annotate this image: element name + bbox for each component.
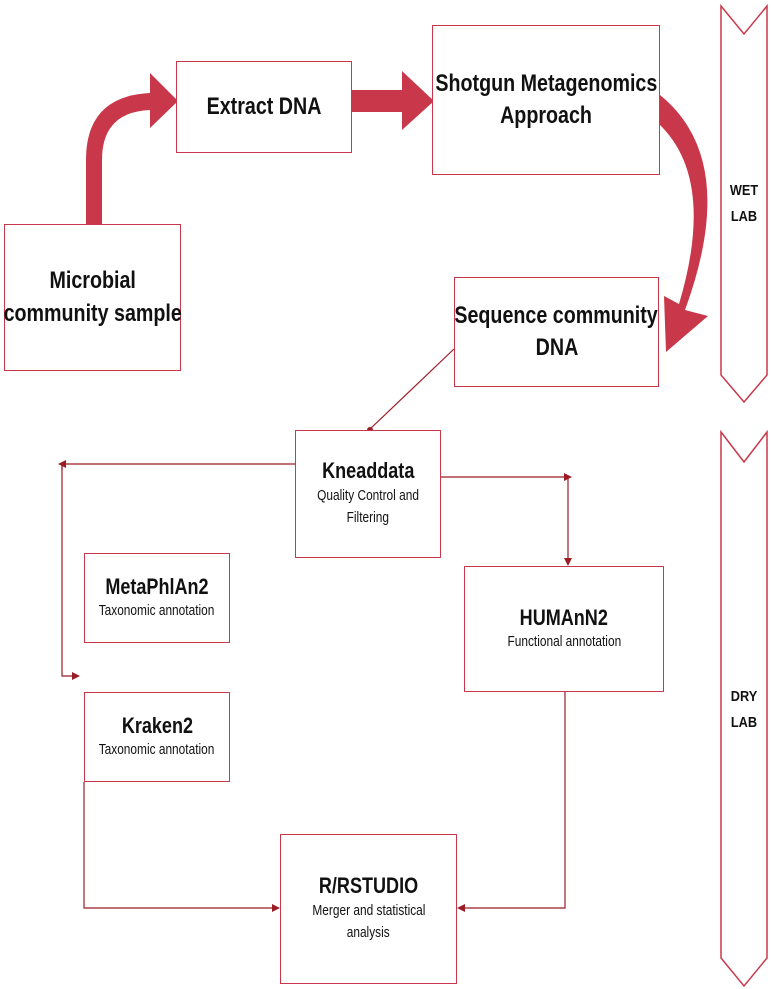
humann-title: HUMAnN2 [519,604,609,630]
kraken-box: Kraken2 Taxonomic annotation [84,692,230,782]
connector-kraken-to-rstudio [83,782,273,909]
kneaddata-title: Kneaddata [321,458,415,484]
sample-box: Microbial community sample [3,224,182,371]
sequence-box: Sequence community DNA [454,277,659,387]
arrow-shotgun-to-sequence [660,95,708,352]
wet-lab-label-line2: LAB [730,208,758,226]
extract-box: Extract DNA [176,61,352,153]
metaphlan-sub: Taxonomic annotation [99,602,215,619]
connector-humann-to-rstudio [464,692,566,909]
kneaddata-sub1: Quality Control and [317,487,419,504]
dry-lab-label-line1: DRY [730,688,758,705]
humann-sub: Functional annotation [507,633,621,650]
rstudio-title: R/RSTUDIO [318,873,419,899]
kneaddata-box: Kneaddata Quality Control and Filtering [295,430,441,558]
wet-lab-band [720,3,768,404]
arrowhead-left [58,460,66,468]
connector-kneaddata-left [61,463,295,677]
dry-lab-label-line2: LAB [730,714,758,732]
connector-sequence-to-kneaddata [369,348,455,430]
shotgun-box: Shotgun Metagenomics Approach [432,25,660,175]
arrowhead-rstudio-left-in [272,904,280,912]
rstudio-sub2: analysis [347,925,390,942]
arrowhead-metaphlan-kraken [72,672,80,680]
metaphlan-title: MetaPhlAn2 [105,573,209,599]
kraken-sub: Taxonomic annotation [99,741,215,758]
sample-line1: Microbial [49,267,136,295]
sample-line2: community sample [3,299,182,327]
wet-lab-label: WET LAB [723,178,766,231]
rstudio-box: R/RSTUDIO Merger and statistical analysi… [280,834,457,984]
wet-lab-label-line1: WET [729,182,759,199]
arrow-extract-to-shotgun [351,71,434,130]
extract-title: Extract DNA [206,92,322,120]
dry-lab-band [720,429,768,988]
arrowhead-rstudio-right-in [457,904,465,912]
humann-box: HUMAnN2 Functional annotation [464,566,664,692]
shotgun-line2: Approach [500,102,592,129]
sequence-line2: DNA [535,334,578,361]
rstudio-sub1: Merger and statistical [311,902,426,919]
dry-lab-label: DRY LAB [723,684,766,737]
kraken-title: Kraken2 [121,712,193,738]
shotgun-line1: Shotgun Metagenomics [435,69,657,97]
connector-kneaddata-right [440,476,569,560]
arrowhead-right [564,473,572,481]
kneaddata-sub2: Filtering [346,510,390,527]
arrow-sample-to-extract [86,73,178,226]
metaphlan-box: MetaPhlAn2 Taxonomic annotation [84,553,230,643]
sequence-line1: Sequence community [454,301,659,329]
arrowhead-humann [564,558,572,566]
